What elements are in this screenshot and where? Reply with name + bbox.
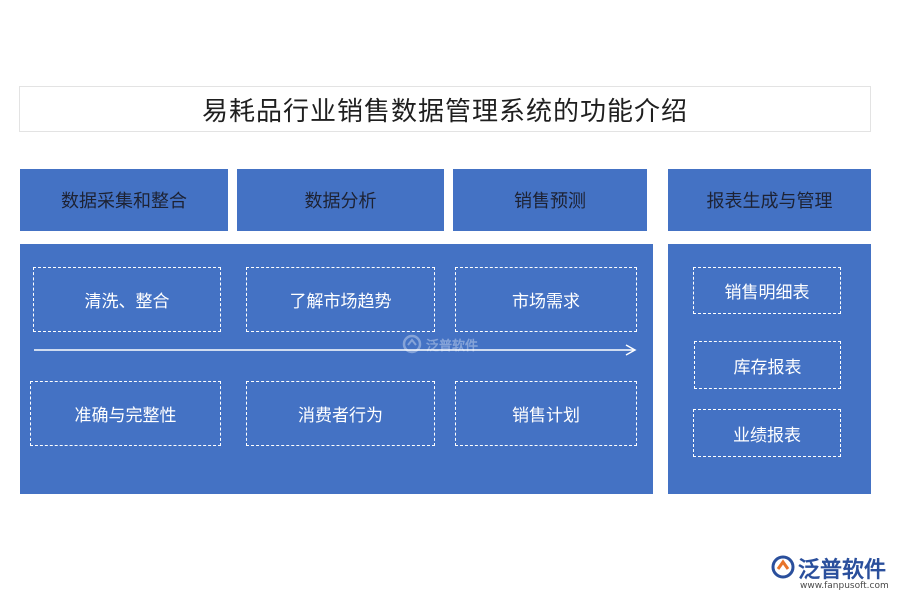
box-sales-detail-report: 销售明细表 — [693, 267, 841, 314]
watermark-text: 泛普软件 — [426, 338, 479, 354]
box-performance-report: 业绩报表 — [693, 409, 841, 457]
box-market-demand: 市场需求 — [455, 267, 637, 332]
watermark-logo-icon — [402, 334, 422, 354]
watermark: 泛普软件 — [402, 332, 494, 356]
brand-logo-icon — [771, 555, 795, 579]
left-panel — [20, 244, 653, 494]
header-data-collection: 数据采集和整合 — [20, 169, 228, 231]
header-report-management: 报表生成与管理 — [668, 169, 871, 231]
box-sales-plan: 销售计划 — [455, 381, 637, 446]
box-accuracy-completeness: 准确与完整性 — [30, 381, 221, 446]
box-market-trend: 了解市场趋势 — [246, 267, 435, 332]
diagram-title: 易耗品行业销售数据管理系统的功能介绍 — [19, 86, 871, 132]
brand-url: www.fanpusoft.com — [800, 581, 889, 591]
header-sales-forecast: 销售预测 — [453, 169, 647, 231]
box-clean-integrate: 清洗、整合 — [33, 267, 221, 332]
brand-logo: 泛普软件 www.fanpusoft.com — [770, 552, 892, 594]
header-data-analysis: 数据分析 — [237, 169, 444, 231]
brand-name: 泛普软件 — [798, 558, 887, 583]
box-consumer-behavior: 消费者行为 — [246, 381, 435, 446]
flow-arrow — [34, 344, 637, 356]
box-inventory-report: 库存报表 — [694, 341, 841, 389]
right-panel — [668, 244, 871, 494]
